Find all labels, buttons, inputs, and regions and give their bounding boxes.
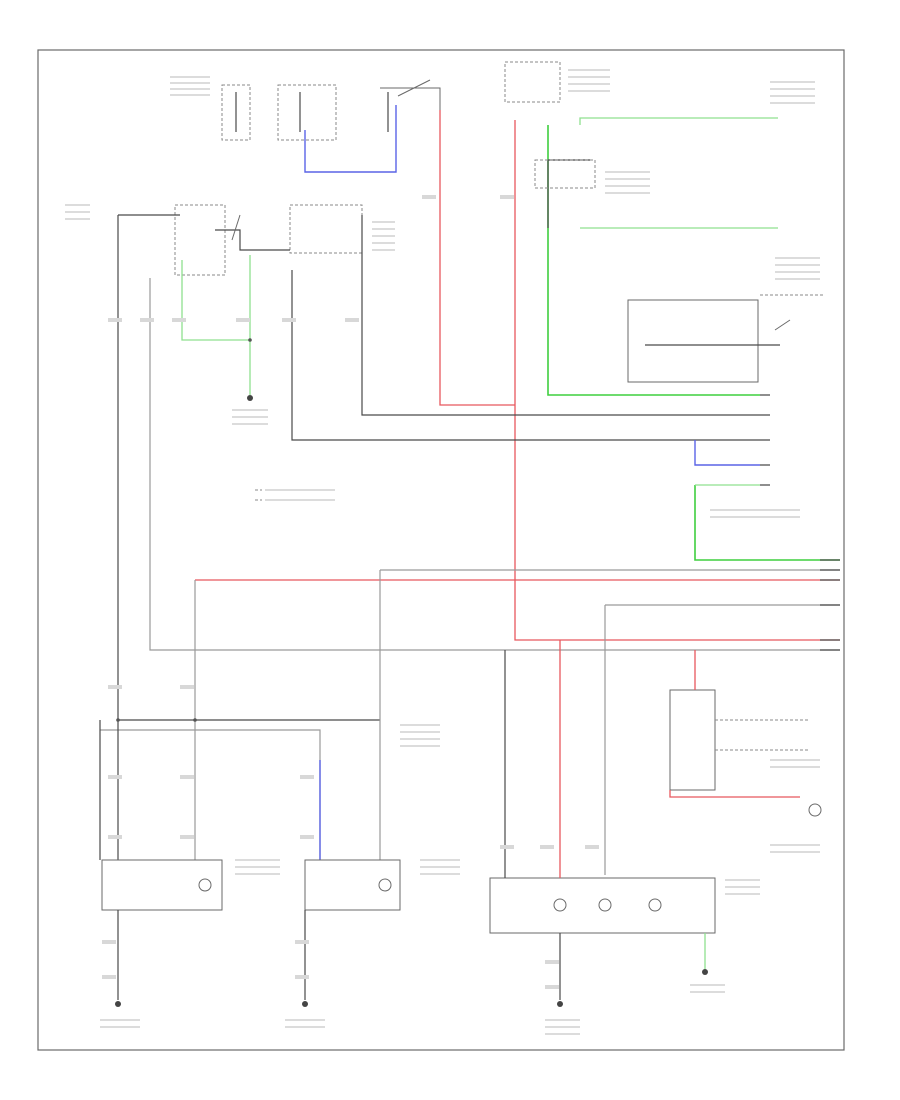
wire-green-1 <box>547 125 760 396</box>
wire-red-main <box>439 110 515 406</box>
connector-stubs <box>820 559 840 651</box>
ground-point-right <box>557 1001 563 1007</box>
left-rear-combination-lamp <box>101 859 223 911</box>
wire-red-long <box>514 120 840 641</box>
diagram-frame <box>37 49 845 1051</box>
wire-left-bus-a <box>117 215 380 721</box>
fuse-block-2 <box>277 84 337 141</box>
wire-relay-link <box>547 159 590 228</box>
wire-blue-right <box>694 440 760 466</box>
ground-point-upper <box>247 395 253 401</box>
illegible-label-marks <box>65 69 820 1035</box>
lamp-bulb-1 <box>198 878 212 892</box>
wire-gray-bus <box>149 278 840 651</box>
right-lower-module <box>669 689 716 791</box>
connector-stubs-upper <box>760 394 770 486</box>
ground-point-center <box>302 1001 308 1007</box>
lamp-bulb-5 <box>648 898 662 912</box>
connector-circle <box>808 803 822 817</box>
wire-relay-bridge <box>215 229 290 251</box>
center-relay-block <box>289 204 363 254</box>
right-rear-combination-lamp <box>304 859 401 911</box>
right-edge-connectors <box>760 394 840 651</box>
rear-lamp-assembly <box>489 877 716 934</box>
wire-tags <box>102 195 599 989</box>
wire-lgreen-left <box>181 260 250 341</box>
fuse-block-1 <box>221 84 251 141</box>
wire-red-lower-right <box>669 790 800 798</box>
wire-center-to-right-1 <box>291 270 760 441</box>
wire-lower-bus <box>100 729 321 860</box>
top-switch-group <box>221 61 561 141</box>
switch-outline <box>380 87 441 110</box>
legend-markers <box>255 489 262 501</box>
junction-dot-2 <box>116 718 120 722</box>
wire-green-2 <box>579 117 778 125</box>
junction-dot-1 <box>248 338 252 342</box>
ground-point-far-right <box>702 969 708 975</box>
lamp-bulb-2 <box>378 878 392 892</box>
wire-blue-top-loop <box>304 105 397 173</box>
junction-dot-3 <box>193 718 197 722</box>
switch-blade <box>774 319 791 331</box>
relay-arm <box>231 214 241 241</box>
relay-box-top <box>504 61 561 103</box>
relay-box-mid <box>534 159 596 189</box>
ground-point-left <box>115 1001 121 1007</box>
lamp-bulb-4 <box>598 898 612 912</box>
switch-box-right <box>627 299 759 383</box>
left-relay-block <box>174 204 226 276</box>
switch-contact <box>397 79 431 97</box>
wire-green-right <box>694 485 840 561</box>
wire-center-to-right-2 <box>361 215 760 416</box>
lamp-bulb-3 <box>553 898 567 912</box>
